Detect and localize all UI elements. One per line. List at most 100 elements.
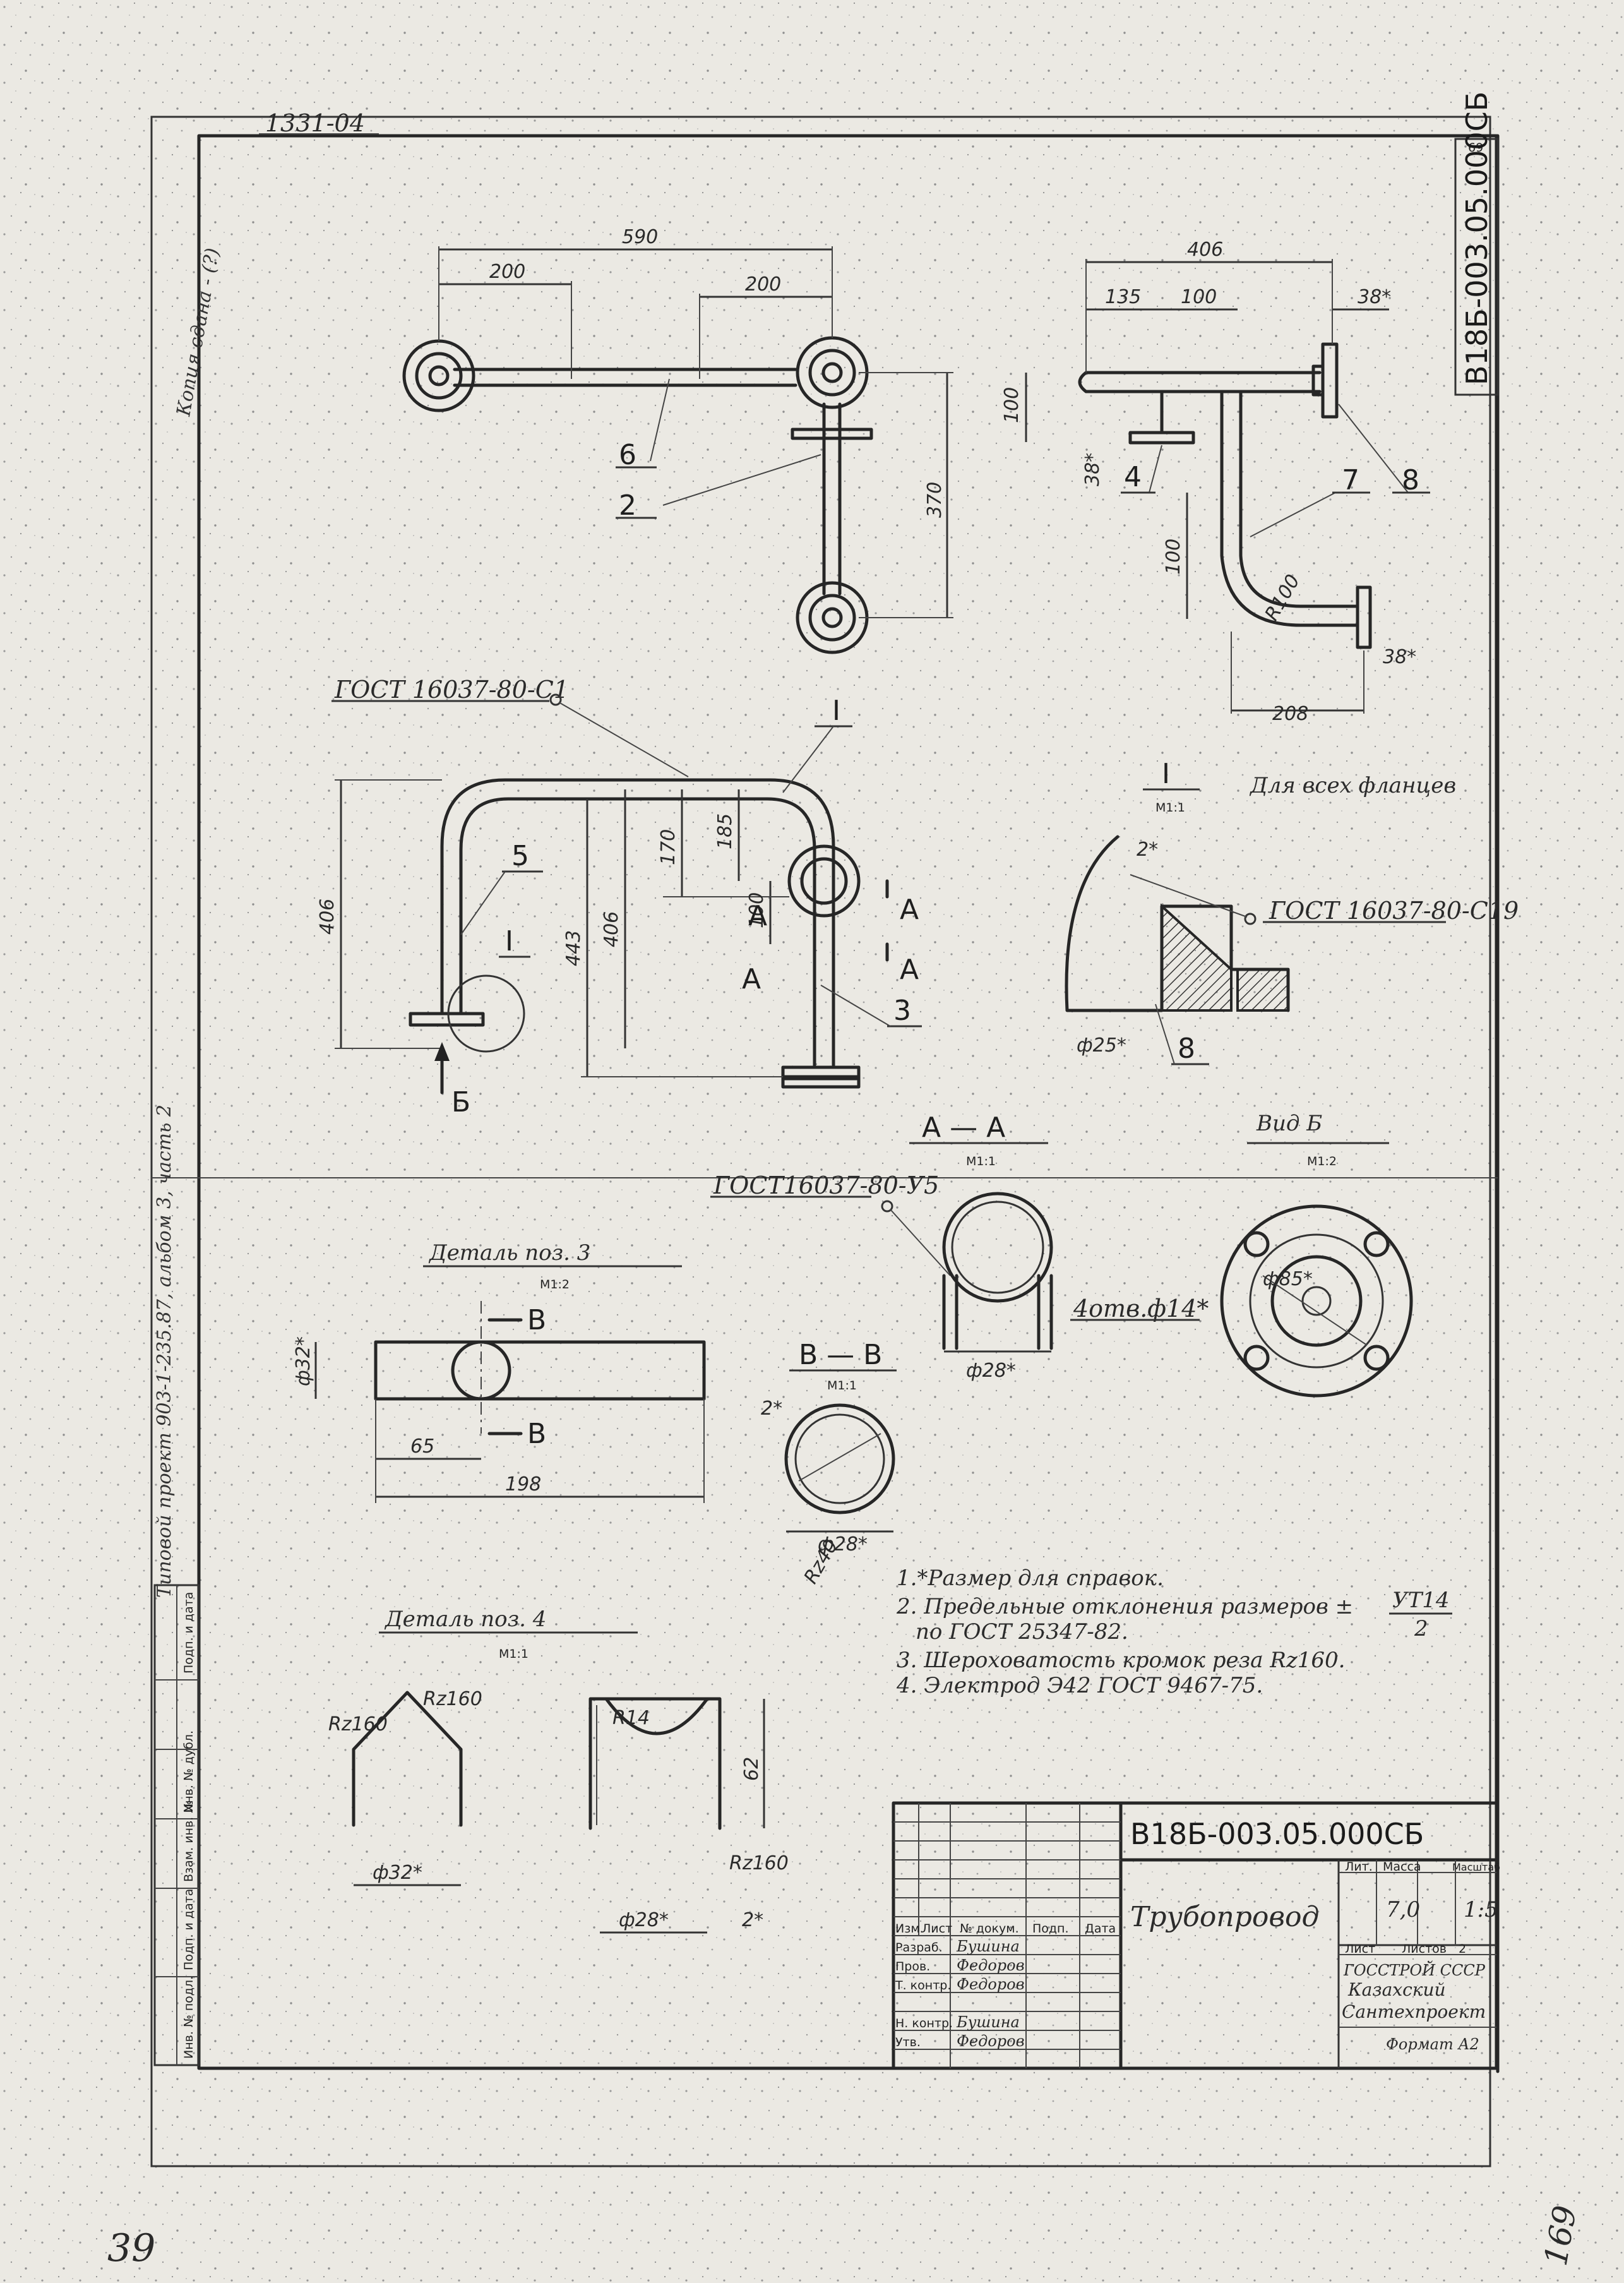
detail-I-caption: Для всех фланцев [1249, 773, 1456, 798]
detail-pos4-dim-phi32: ф32* [373, 1862, 422, 1884]
tb-lit-label: Лит. [1345, 1860, 1373, 1874]
dim-100a: 100 [1181, 286, 1217, 308]
sheet-number: 69 [1468, 141, 1483, 155]
note-2b: по ГОСТ 25347-82. [916, 1619, 1128, 1645]
dim-590: 590 [622, 226, 658, 248]
dim-100c: 100 [1162, 539, 1185, 575]
dim-front-406b: 406 [600, 911, 623, 947]
tb-name-0: Бушина [956, 1938, 1020, 1955]
binding-label-2: Взам. инв. № [182, 1801, 196, 1882]
detail-I-scale: М1:1 [1155, 801, 1185, 815]
dim-front-406a: 406 [316, 899, 338, 935]
tb-name-1: Федоров [957, 1956, 1025, 1974]
view-B: Вид Б М1:2 ф85* 4отв.ф14* [1070, 1111, 1413, 1398]
section-mark-a4: А [900, 954, 919, 986]
note-4: 4. Электрод Э42 ГОСТ 9467-75. [896, 1673, 1263, 1698]
view-mark-b: Б [451, 1086, 470, 1118]
detail-pos4-r14: R14 [612, 1707, 650, 1729]
tb-scale-label: Масштаб [1452, 1861, 1500, 1873]
detail-pos4-rz-c: Rz160 [729, 1852, 789, 1874]
note-3: 3. Шероховатость кромок реза Rz160. [897, 1648, 1345, 1673]
tb-org-2: Сантехпроект [1342, 2001, 1486, 2022]
view-B-title: Вид Б [1256, 1111, 1322, 1136]
detail-pos4-dim-62: 62 [741, 1757, 763, 1781]
tb-designation: В18Б-003.05.000СБ [1130, 1817, 1424, 1851]
detail-pos4-rz-a: Rz160 [328, 1713, 388, 1735]
view-B-dim-phi85: ф85* [1263, 1268, 1313, 1290]
dim-38a: 38* [1358, 286, 1391, 308]
tb-mass: 7,0 [1386, 1897, 1420, 1922]
detail-pos4-rz-b: Rz160 [423, 1688, 482, 1710]
dim-38b: 38* [1082, 453, 1104, 486]
tb-role-4: Н. контр. [895, 2016, 953, 2030]
tb-sheets: 2 [1459, 1942, 1466, 1956]
section-BB-scale: М1:1 [827, 1379, 857, 1393]
note-2: 2. Предельные отклонения размеров ± [896, 1594, 1353, 1619]
dim-135: 135 [1105, 286, 1141, 308]
position-3: 3 [893, 995, 911, 1027]
detail-I-title: I [1162, 758, 1170, 790]
dim-front-443: 443 [563, 930, 585, 966]
position-7: 7 [1342, 464, 1359, 496]
detail-mark-I: I [505, 925, 513, 957]
detail-pos3-dim-198: 198 [505, 1473, 541, 1495]
title-block: Изм. Лист № докум. Подп. Дата Разраб. Бу… [892, 1801, 1500, 2070]
outer-frame [150, 116, 1491, 2167]
detail-pos4-title: Деталь поз. 4 [384, 1607, 546, 1632]
position-5: 5 [511, 840, 529, 872]
detail-pos3-dim-65: 65 [410, 1435, 434, 1458]
section-AA-gost: ГОСТ16037-80-У5 [713, 1171, 939, 1199]
section-AA-title: А — А [922, 1112, 1005, 1144]
rotated-designation: В18Б-003.05.000СБ [1460, 92, 1494, 385]
tb-org-0: ГОССТРОЙ СССР [1343, 1960, 1486, 1979]
tolerance-den: 2 [1414, 1616, 1428, 1641]
detail-pos3: Деталь поз. 3 М1:2 В В ф32* 65 198 [292, 1240, 706, 1503]
tb-header-doc: № докум. [960, 1922, 1019, 1936]
detail-pos4: Деталь поз. 4 М1:1 Rz160 Rz160 ф32* R14 … [328, 1607, 789, 1934]
detail-pos4-scale: М1:1 [499, 1647, 528, 1661]
tb-mass-label: Масса [1383, 1860, 1421, 1874]
detail-pos4-dim-2: 2* [742, 1909, 763, 1931]
tb-role-5: Утв. [895, 2035, 921, 2049]
binding-label-3: Инв. № дубл. [182, 1730, 196, 1813]
dim-100b: 100 [1001, 387, 1023, 423]
detail-I-position-8: 8 [1178, 1033, 1195, 1065]
detail-pos4-dim-phi28: ф28* [619, 1909, 669, 1931]
detail-I-dim-phi25: ф25* [1077, 1034, 1126, 1057]
tb-name: Трубопровод [1130, 1901, 1319, 1933]
note-1: 1.*Размер для справок. [897, 1566, 1164, 1591]
section-BB-title: В — В [799, 1339, 882, 1371]
detail-I: I М1:1 Для всех фланцев 2* ф25* ГОСТ 160… [1065, 758, 1519, 1065]
binding-label-1: Подп. и дата [182, 1889, 196, 1970]
tb-scale: 1:5 [1464, 1897, 1498, 1922]
tb-header-list: Лист [922, 1922, 952, 1936]
section-mark-a2: А [900, 894, 919, 926]
tb-name-5: Федоров [957, 2032, 1025, 2050]
tb-header-izm: Изм. [895, 1922, 924, 1936]
binding-block: Инв. № подл. Подп. и дата Взам. инв. № И… [153, 1584, 200, 2066]
detail-I-gost: ГОСТ 16037-80-С19 [1269, 897, 1519, 925]
dim-208: 208 [1272, 703, 1308, 725]
front-view: 406 443 406 170 185 100 ГОСТ 16037-80-С1… [316, 676, 922, 1118]
binding-label-4: Подп. и дата [182, 1592, 196, 1674]
detail-I-dim-2: 2* [1137, 839, 1158, 861]
archive-number: 1331-04 [265, 109, 365, 137]
section-AA-scale: М1:1 [966, 1154, 996, 1168]
front-gost-callout: ГОСТ 16037-80-С1 [334, 676, 569, 704]
detail-pos3-scale: М1:2 [540, 1278, 570, 1291]
dim-front-100: 100 [746, 892, 768, 928]
section-mark-a1: А [748, 900, 767, 932]
tb-sheet-label: Лист [1345, 1942, 1375, 1956]
dim-406: 406 [1187, 239, 1223, 261]
section-AA-dim: ф28* [966, 1360, 1016, 1382]
detail-pos3-mark-b1: В [527, 1304, 546, 1336]
corner-mark-left: 39 [107, 2226, 155, 2270]
tolerance-num: УТ14 [1392, 1588, 1450, 1613]
position-4: 4 [1124, 461, 1142, 493]
detail-pos3-mark-b2: В [527, 1418, 546, 1450]
dim-200a: 200 [489, 261, 525, 283]
dim-200b: 200 [745, 273, 781, 296]
tb-org-1: Казахский [1347, 1979, 1446, 2000]
section-BB-dim-phi28: ф28* [818, 1533, 868, 1555]
